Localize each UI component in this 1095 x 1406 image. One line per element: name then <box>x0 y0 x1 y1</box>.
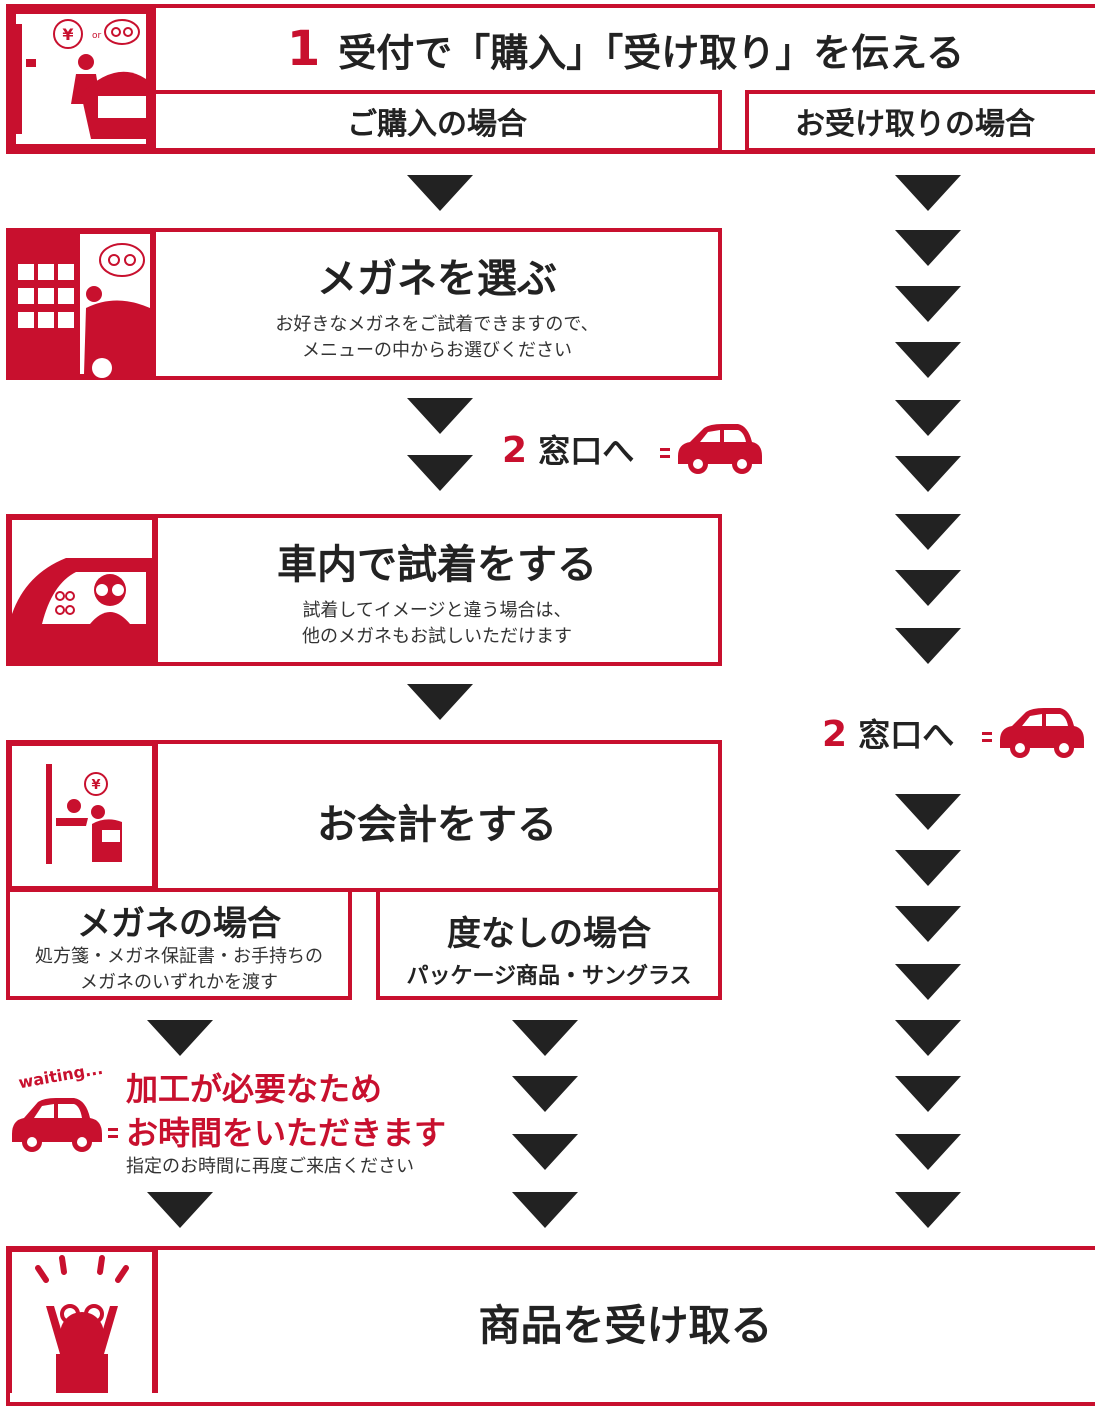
down-arrow-icon <box>895 230 961 266</box>
plain-case-title: 度なしの場合 <box>447 914 651 954</box>
header-title: 1 受付で「購入」「受け取り」を伝える <box>156 10 1095 88</box>
down-arrow-icon <box>407 684 473 720</box>
try-on-car-icon <box>6 514 158 666</box>
svg-text:¥: ¥ <box>91 778 100 793</box>
step-try-desc-1: 試着してイメージと違う場合は、 <box>302 600 572 621</box>
glasses-case-desc-2: メガネのいずれかを渡す <box>80 972 278 993</box>
down-arrow-icon <box>895 906 961 942</box>
window-note-2-number: 2 <box>822 714 848 755</box>
down-arrow-icon <box>147 1020 213 1056</box>
step-choose-title: メガネを選ぶ <box>317 256 557 302</box>
down-arrow-icon <box>895 1192 961 1228</box>
down-arrow-icon <box>895 794 961 830</box>
down-arrow-icon <box>895 456 961 492</box>
glasses-case-title: メガネの場合 <box>77 904 281 944</box>
down-arrow-icon <box>407 175 473 211</box>
down-arrow-icon <box>895 175 961 211</box>
step-choose-box: メガネを選ぶ お好きなメガネをご試着できますので、 メニューの中からお選びくださ… <box>152 228 722 380</box>
step-pay-title: お会計をする <box>317 802 557 848</box>
glasses-case-box: メガネの場合 処方箋・メガネ保証書・お手持ちの メガネのいずれかを渡す <box>6 888 352 1000</box>
down-arrow-icon <box>895 570 961 606</box>
waiting-badge: waiting... <box>16 1058 105 1093</box>
window-note-2-text: 窓口へ <box>858 716 955 754</box>
waiting-line-2: お時間をいただきます <box>126 1114 447 1152</box>
payment-icon: ¥ <box>6 740 158 892</box>
header-title-text: 受付で「購入」「受け取り」を伝える <box>338 30 965 75</box>
reception-icon: ¥ or <box>6 4 156 154</box>
down-arrow-icon <box>895 1076 961 1112</box>
happy-person-icon <box>6 1246 158 1393</box>
step-choose-desc-1: お好きなメガネをご試着できますので、 <box>275 314 599 335</box>
pickup-label-box: お受け取りの場合 <box>745 90 1095 152</box>
down-arrow-icon <box>407 455 473 491</box>
step-choose-desc-2: メニューの中からお選びください <box>302 340 572 361</box>
down-arrow-icon <box>895 286 961 322</box>
waiting-line-1: 加工が必要なため <box>126 1070 383 1108</box>
plain-case-box: 度なしの場合 パッケージ商品・サングラス <box>376 888 722 1000</box>
step-try-desc-2: 他のメガネもお試しいただけます <box>302 626 572 647</box>
pickup-label: お受け取りの場合 <box>795 107 1035 142</box>
glasses-shelf-icon <box>6 228 156 380</box>
window-note-1: 2 窓口へ <box>502 426 634 472</box>
svg-text:or: or <box>92 31 102 41</box>
down-arrow-icon <box>895 1020 961 1056</box>
final-title: 商品を受け取る <box>478 1300 773 1350</box>
purchase-label: ご購入の場合 <box>347 107 527 142</box>
step-try-box: 車内で試着をする 試着してイメージと違う場合は、 他のメガネもお試しいただけます <box>152 514 722 666</box>
car-icon-2 <box>982 708 1084 758</box>
car-icon-1 <box>660 424 762 474</box>
step-try-title: 車内で試着をする <box>277 542 597 588</box>
down-arrow-icon <box>512 1076 578 1112</box>
down-arrow-icon <box>512 1192 578 1228</box>
down-arrow-icon <box>147 1192 213 1228</box>
plain-case-subtitle: パッケージ商品・サングラス <box>406 964 692 989</box>
down-arrow-icon <box>512 1134 578 1170</box>
down-arrow-icon <box>895 628 961 664</box>
down-arrow-icon <box>895 400 961 436</box>
waiting-note: 指定のお時間に再度ご来店ください <box>126 1156 414 1177</box>
down-arrow-icon <box>895 850 961 886</box>
window-note-1-number: 2 <box>502 430 528 471</box>
step-pay-box: お会計をする <box>152 740 722 892</box>
waiting-car-icon <box>12 1098 118 1152</box>
step-number: 1 <box>286 21 321 77</box>
window-note-1-text: 窓口へ <box>538 432 635 470</box>
glasses-case-desc-1: 処方箋・メガネ保証書・お手持ちの <box>35 946 323 967</box>
down-arrow-icon <box>895 964 961 1000</box>
down-arrow-icon <box>895 342 961 378</box>
svg-text:¥: ¥ <box>62 25 73 44</box>
down-arrow-icon <box>407 398 473 434</box>
final-frame <box>6 1246 1095 1406</box>
down-arrow-icon <box>895 514 961 550</box>
down-arrow-icon <box>895 1134 961 1170</box>
window-note-2: 2 窓口へ <box>822 710 954 756</box>
down-arrow-icon <box>512 1020 578 1056</box>
purchase-label-box: ご購入の場合 <box>152 90 722 152</box>
